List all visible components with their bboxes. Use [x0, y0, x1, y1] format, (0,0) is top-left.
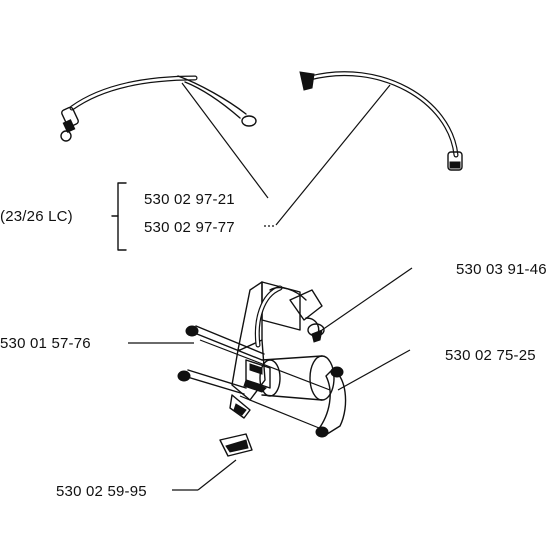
- spark-plug-boot: [269, 286, 325, 343]
- group-bracket: [117, 182, 127, 251]
- group-label: (23/26 LC): [0, 208, 73, 225]
- part-number-bracket: 530 02 75-25: [445, 347, 536, 364]
- part-number-clip: 530 02 59-95: [56, 483, 147, 500]
- leader-bracket: [337, 349, 411, 391]
- ignition-wire-left: [60, 75, 257, 142]
- mounting-bracket: [315, 366, 347, 438]
- part-number-screw: 530 01 57-76: [0, 335, 91, 352]
- leader-wire-b: [275, 84, 391, 226]
- ignition-module: [229, 281, 335, 419]
- leader-screw-axis: [199, 339, 331, 391]
- clip-piece: [219, 433, 253, 457]
- wire-terminal-left: [60, 106, 79, 142]
- leader-boot: [321, 267, 413, 331]
- screw-lower: [177, 369, 247, 395]
- wire-terminal-right: [447, 151, 463, 171]
- part-number-wire-b: 530 02 97-77: [144, 219, 235, 236]
- ignition-wire-right: [299, 71, 463, 171]
- leader-wire-a: [181, 82, 269, 199]
- part-number-wire-a: 530 02 97-21: [144, 191, 235, 208]
- part-number-boot: 530 03 91-46: [456, 261, 547, 278]
- screw-upper: [185, 325, 265, 361]
- leader-clip: [197, 459, 237, 491]
